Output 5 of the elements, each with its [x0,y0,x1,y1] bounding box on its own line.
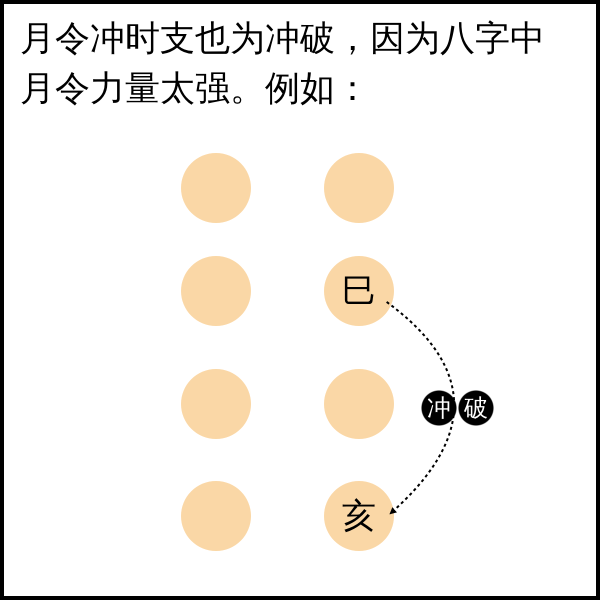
branch-character: 亥 [342,499,376,533]
title: 月令冲时支也为冲破，因为八字中月令力量太强。例如： [20,18,546,111]
branch-character: 巳 [342,274,376,308]
arrow [386,301,456,515]
edge-label: 冲破 [421,390,496,426]
